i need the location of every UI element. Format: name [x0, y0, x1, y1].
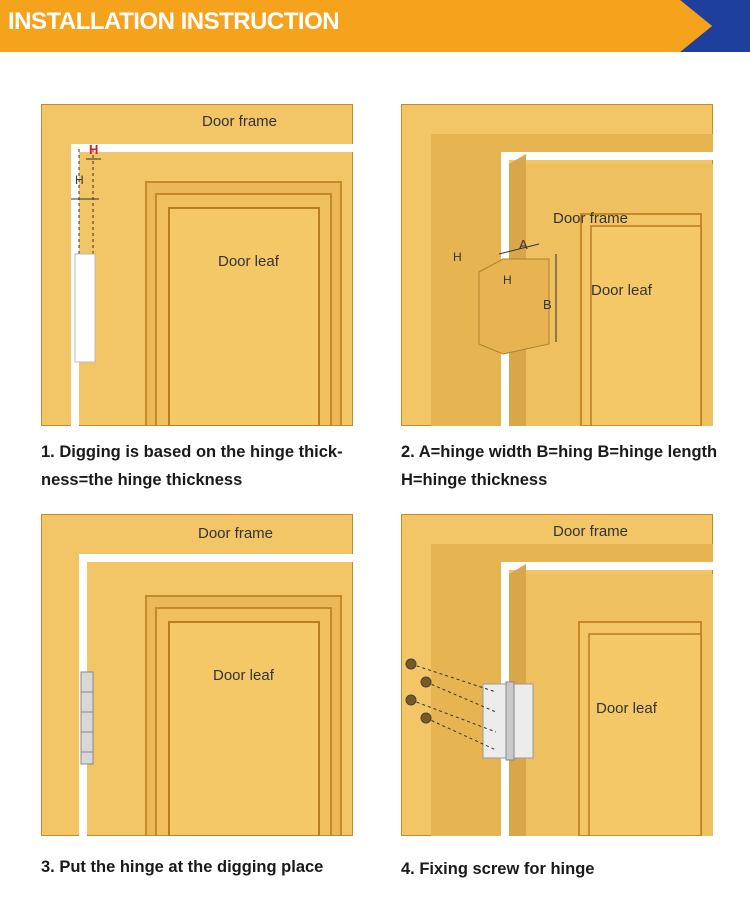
caption-line: 3. Put the hinge at the digging place — [41, 853, 323, 881]
step-1-caption: 1. Digging is based on the hinge thick- … — [41, 438, 343, 494]
door-leaf-label: Door leaf — [591, 282, 653, 299]
header-banner: INSTALLATION INSTRUCTION — [0, 0, 750, 52]
step-4-caption: 4. Fixing screw for hinge — [401, 855, 594, 883]
dimension-h-side: H — [75, 173, 84, 187]
door-leaf-label: Door leaf — [213, 667, 275, 684]
step-4-illustration: Door frame Door leaf — [401, 514, 713, 836]
caption-line: H=hinge thickness — [401, 466, 717, 494]
dimension-h-label: H — [453, 250, 462, 264]
page-title: INSTALLATION INSTRUCTION — [8, 8, 339, 36]
step-2-caption: 2. A=hinge width B=hing B=hinge length H… — [401, 438, 717, 494]
caption-line: 2. A=hinge width B=hing B=hinge length — [401, 438, 717, 466]
step-3-caption: 3. Put the hinge at the digging place — [41, 853, 323, 881]
door-frame-label: Door frame — [198, 525, 273, 542]
dimension-a-label: A — [519, 237, 528, 252]
door-frame-label: Door frame — [553, 210, 628, 227]
door-frame-label: Door frame — [553, 523, 628, 540]
caption-line: ness=the hinge thickness — [41, 466, 343, 494]
step-2-illustration: Door frame Door leaf H A H B — [401, 104, 713, 426]
door-leaf-label: Door leaf — [218, 253, 280, 270]
dimension-h-label-2: H — [503, 273, 512, 287]
caption-line: 1. Digging is based on the hinge thick- — [41, 438, 343, 466]
step-3-illustration: Door frame Door leaf — [41, 514, 353, 836]
step-1-illustration: Door frame Door leaf H H — [41, 104, 353, 426]
dimension-b-label: B — [543, 297, 552, 312]
door-frame-label: Door frame — [202, 113, 277, 130]
caption-line: 4. Fixing screw for hinge — [401, 855, 594, 883]
door-leaf-label: Door leaf — [596, 700, 658, 717]
dimension-h-top: H — [89, 142, 98, 157]
